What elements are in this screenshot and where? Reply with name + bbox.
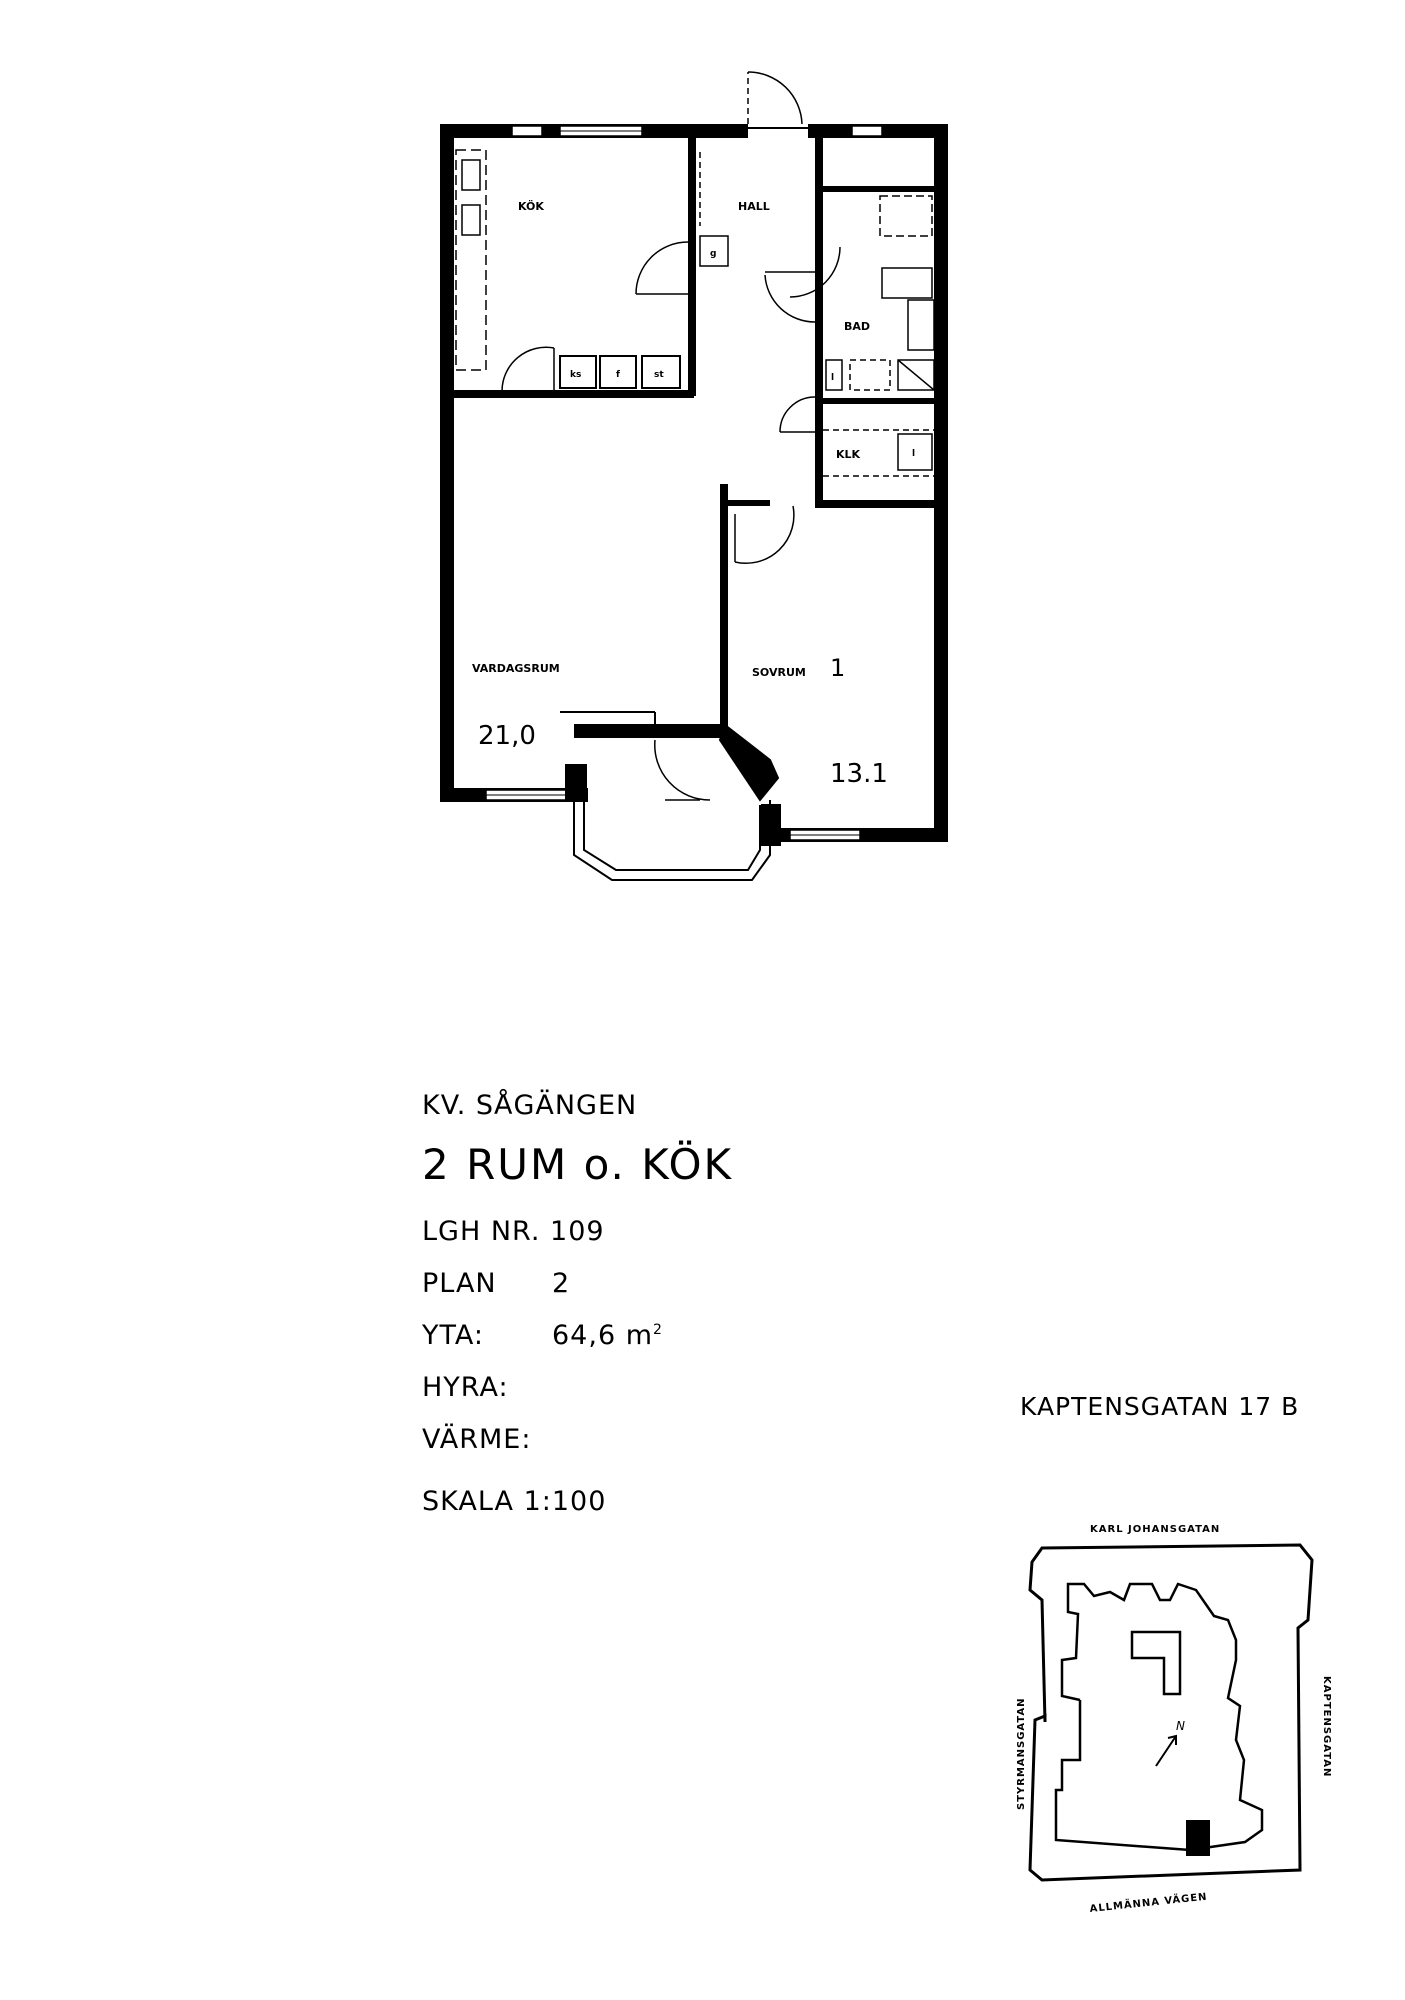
room-label-klk: KLK [836,448,861,461]
windows [485,124,883,841]
room-label-bad: BAD [844,320,870,333]
floor-level: PLAN 2 [422,1268,570,1299]
room-number-sovrum: 1 [830,654,845,682]
street-top: KARL JOHANSGATAN [1090,1524,1220,1535]
fixture-ks: ks [570,370,581,380]
bay-window [560,711,781,881]
street-right: KAPTENSGATAN [1321,1676,1332,1777]
door-swings [501,241,841,801]
yta-value: 64,6 m [552,1320,654,1351]
north-arrow-head [1167,1734,1177,1745]
estate-name: KV. SÅGÄNGEN [422,1090,638,1121]
address: KAPTENSGATAN 17 B [1020,1392,1300,1421]
lgh-value: 109 [550,1216,605,1247]
room-label-sovrum: SOVRUM [752,666,806,679]
fixture-l-klk: l [912,449,915,459]
area-sovrum: 13.1 [830,759,888,789]
fixture-l-bad: l [831,373,834,383]
hall-fixtures [699,152,729,267]
site-block-outline [1028,1543,1314,1882]
klk-fixtures [823,429,934,477]
plan-value: 2 [552,1268,571,1299]
street-left: STYRMANSGATAN [1016,1697,1027,1810]
fixture-g: g [710,249,716,259]
scale-value: 1:100 [523,1486,607,1517]
site-plan: N KARL JOHANSGATAN STYRMANSGATAN KAPTENS… [1016,1524,1332,1915]
kitchen-appliances [559,355,681,389]
north-arrow [1155,1735,1177,1767]
kitchen-counter [455,149,487,371]
north-label: N [1176,1719,1185,1733]
entrance-door [747,71,803,125]
yta-label: YTA: [422,1320,484,1351]
apartment-number: LGH NR. 109 [422,1216,605,1247]
scale: SKALA 1:100 [422,1486,606,1517]
room-label-kok: KÖK [518,199,544,213]
yta-unit-sup: 2 [653,1322,663,1338]
fixture-st: st [654,370,664,380]
floor-area: YTA: 64,6 m2 [422,1320,663,1351]
site-courtyard-building [1130,1630,1182,1696]
interior-walls [454,138,948,730]
info-block: KV. SÅGÄNGEN 2 RUM o. KÖK LGH NR. 109 PL… [422,1090,942,1517]
bathroom-fixtures [825,195,935,391]
room-label-hall: HALL [738,200,770,213]
site-building-outer [1054,1582,1264,1852]
site-entrance-marker [1186,1820,1210,1856]
heating: VÄRME: [422,1424,532,1455]
plan-label: PLAN [422,1268,497,1299]
apartment-type: 2 RUM o. KÖK [422,1140,734,1189]
room-label-vardagsrum: VARDAGSRUM [472,662,560,675]
street-bottom: ALLMÄNNA VÄGEN [1089,1889,1208,1915]
area-vardagsrum: 21,0 [478,721,536,751]
rent: HYRA: [422,1372,509,1403]
scale-label: SKALA [422,1486,514,1517]
lgh-label: LGH NR. [422,1216,541,1247]
fixture-f: f [616,370,620,380]
